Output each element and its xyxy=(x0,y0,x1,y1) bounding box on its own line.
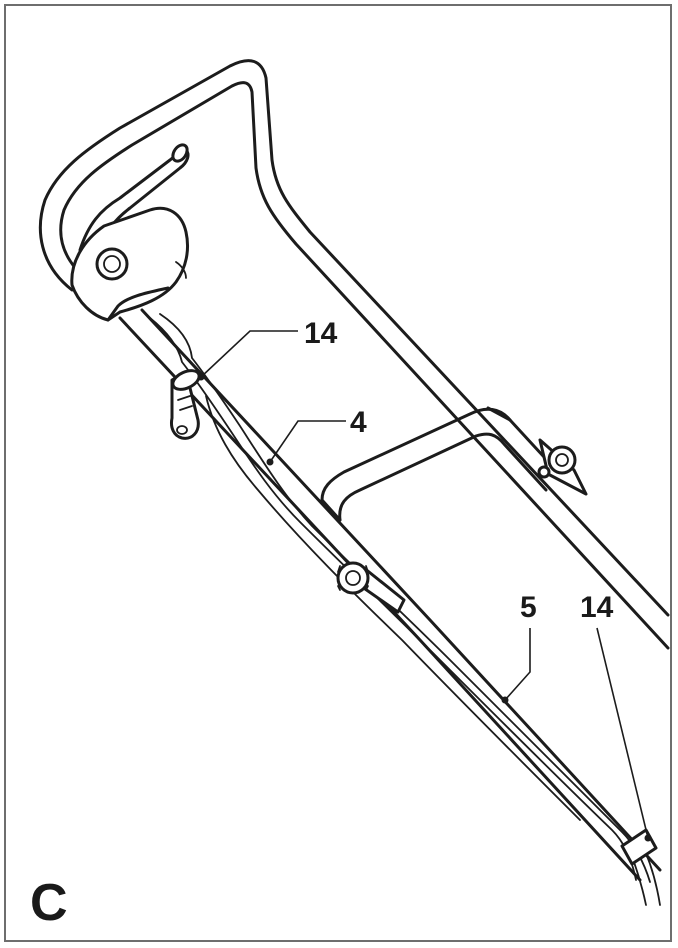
left-knob xyxy=(336,561,406,614)
cable-clip-upper xyxy=(170,369,201,440)
leader-lines xyxy=(197,330,652,842)
panel-letter: C xyxy=(30,874,68,932)
callout-14-upper: 14 xyxy=(304,317,338,350)
cross-bar xyxy=(320,406,558,522)
right-knob xyxy=(537,438,588,496)
callout-5: 5 xyxy=(520,591,537,624)
upper-handle-loop xyxy=(38,59,670,650)
callout-14-lower: 14 xyxy=(580,591,614,624)
switch-box xyxy=(70,206,190,322)
callout-4: 4 xyxy=(350,406,367,439)
